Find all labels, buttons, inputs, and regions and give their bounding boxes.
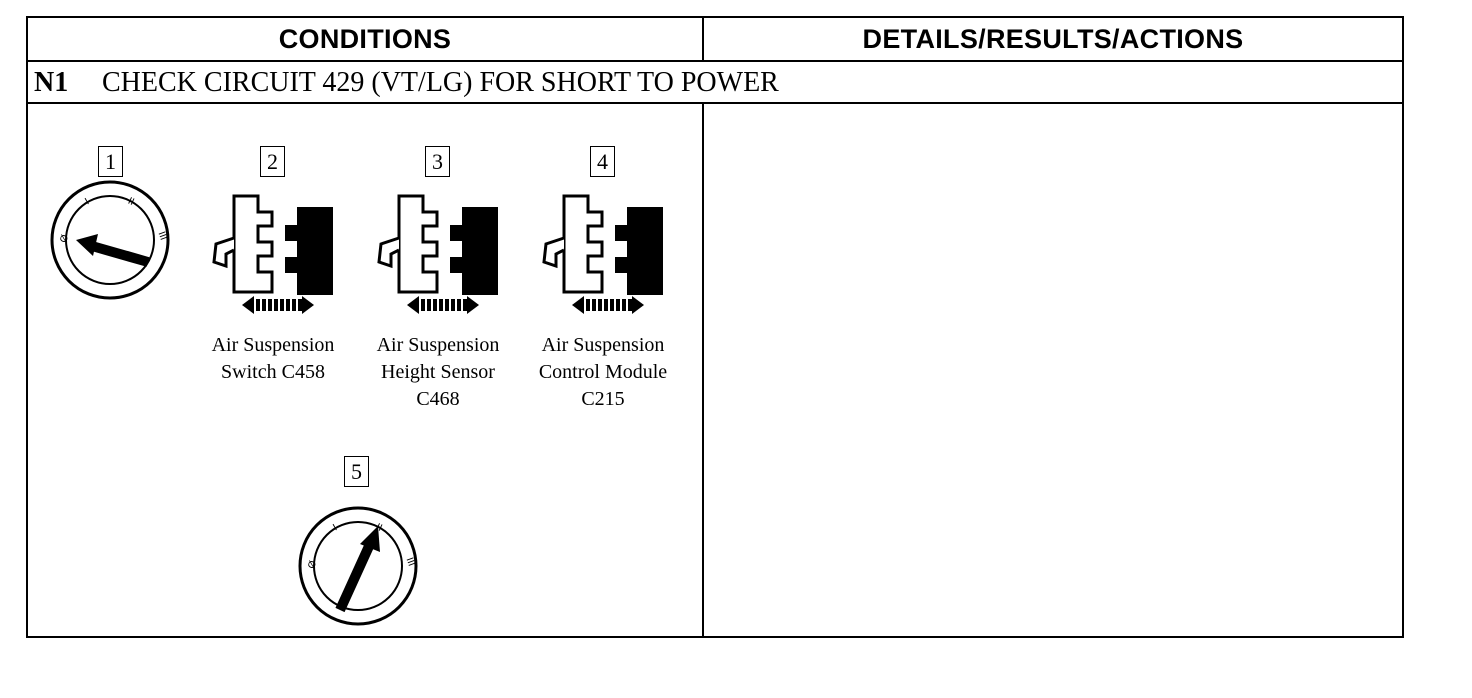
step-number-4: 4 [590, 146, 615, 177]
arrow-hatch [286, 299, 290, 311]
step-number-5: 5 [344, 456, 369, 487]
conditions-header: CONDITIONS [278, 23, 452, 54]
step-id: N1 [34, 67, 69, 98]
step-row: N1 CHECK CIRCUIT 429 (VT/LG) FOR SHORT T… [34, 64, 779, 102]
arrow-head-right [632, 296, 644, 314]
arrow-hatch [298, 299, 302, 311]
connector-half-white [397, 194, 439, 294]
arrow-hatch [451, 299, 455, 311]
column-divider-top [702, 18, 704, 60]
svg-text:II: II [126, 196, 136, 208]
arrow-hatch [427, 299, 431, 311]
arrow-hatch [592, 299, 596, 311]
arrow-hatch [268, 299, 272, 311]
arrow-hatch [256, 299, 260, 311]
arrow-hatch [598, 299, 602, 311]
connector-latch [212, 236, 235, 269]
step-number-3: 3 [425, 146, 450, 177]
svg-text:Ø: Ø [58, 233, 71, 244]
arrow-hatch [439, 299, 443, 311]
arrow-head-left [407, 296, 419, 314]
arrow-head-right [467, 296, 479, 314]
connector-half-black [450, 207, 498, 295]
arrow-head-right [302, 296, 314, 314]
header-divider [28, 60, 1402, 62]
diagnostic-table: CONDITIONS DETAILS/RESULTS/ACTIONS N1 CH… [26, 16, 1404, 638]
arrow-hatch [262, 299, 266, 311]
arrow-hatch [280, 299, 284, 311]
connector-disconnect-icon [212, 194, 333, 314]
arrow-hatch [610, 299, 614, 311]
svg-text:Ø: Ø [306, 559, 319, 570]
ignition-switch-off-icon: Ø I II III [50, 180, 170, 300]
details-header: DETAILS/RESULTS/ACTIONS [862, 23, 1244, 54]
arrow-hatch [616, 299, 620, 311]
arrow-hatch [622, 299, 626, 311]
connector-half-black [285, 207, 333, 295]
connector-latch [377, 236, 400, 269]
connector-latch [542, 236, 565, 269]
arrow-hatch [628, 299, 632, 311]
details-cell [704, 104, 1402, 636]
svg-text:I: I [83, 196, 91, 207]
connector-half-black [615, 207, 663, 295]
arrow-hatch [433, 299, 437, 311]
svg-text:III: III [404, 556, 417, 568]
connector-half-white [232, 194, 274, 294]
column-divider-bottom [702, 102, 704, 636]
arrow-hatch [457, 299, 461, 311]
arrow-hatch [274, 299, 278, 311]
arrow-head-left [572, 296, 584, 314]
connector-disconnect-icon [377, 194, 498, 314]
arrow-hatch [586, 299, 590, 311]
step-title: CHECK CIRCUIT 429 (VT/LG) FOR SHORT TO P… [102, 67, 779, 98]
arrow-hatch [463, 299, 467, 311]
arrow-hatch [604, 299, 608, 311]
svg-text:II: II [374, 522, 384, 534]
connector-half-white [562, 194, 604, 294]
step-divider [28, 102, 1402, 104]
arrow-head-left [242, 296, 254, 314]
ignition-switch-run-icon: Ø I II III [298, 506, 418, 626]
arrow-hatch [445, 299, 449, 311]
arrow-hatch [292, 299, 296, 311]
connector-disconnect-icon [542, 194, 663, 314]
step-number-2: 2 [260, 146, 285, 177]
svg-text:III: III [156, 230, 169, 242]
step-number-1: 1 [98, 146, 123, 177]
arrow-hatch [421, 299, 425, 311]
svg-text:I: I [331, 522, 339, 533]
